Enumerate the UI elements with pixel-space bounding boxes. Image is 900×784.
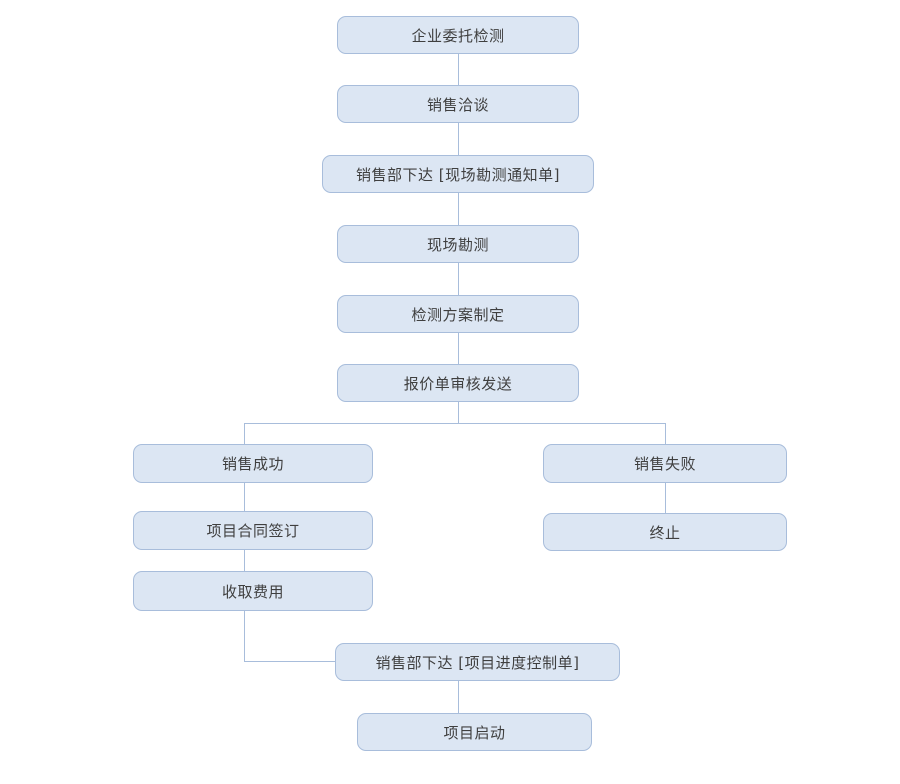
connector-line-site-survey-test-plan [458, 263, 459, 295]
flow-node-test-plan: 检测方案制定 [337, 295, 579, 333]
connector-line-collect-fee-progress-notice [244, 611, 245, 662]
connector-line-sale-success-contract-sign [244, 483, 245, 511]
flow-node-quotation-send: 报价单审核发送 [337, 364, 579, 402]
connector-line-sale-fail-terminate [665, 483, 666, 513]
flow-node-progress-notice: 销售部下达 [项目进度控制单] [335, 643, 620, 681]
connector-line-sales-talk-survey-notice [458, 123, 459, 155]
flow-node-label: 终止 [649, 523, 681, 542]
flow-node-label: 收取费用 [221, 582, 284, 601]
flow-node-label: 销售部下达 [项目进度控制单] [375, 653, 580, 672]
connector-line-survey-notice-site-survey [458, 193, 459, 225]
flow-node-sale-success: 销售成功 [133, 444, 373, 483]
flow-node-label: 项目合同签订 [206, 522, 300, 540]
flow-node-survey-notice: 销售部下达 [现场勘测通知单] [322, 155, 594, 193]
flow-node-label: 项目启动 [443, 723, 506, 742]
connector-line-test-plan-quotation-send [458, 333, 459, 364]
connector-line-collect-fee-progress-notice [244, 661, 335, 662]
flow-node-label: 报价单审核发送 [403, 374, 513, 393]
flow-node-contract-sign: 项目合同签订 [133, 511, 373, 550]
flow-node-label: 销售成功 [221, 455, 284, 473]
flow-node-collect-fee: 收取费用 [133, 571, 373, 611]
connector-line-progress-notice-project-start [458, 681, 459, 713]
flow-node-label: 销售洽谈 [426, 95, 489, 114]
flow-node-sale-fail: 销售失败 [543, 444, 787, 483]
flow-node-label: 销售部下达 [现场勘测通知单] [356, 165, 560, 184]
flow-node-label: 现场勘测 [426, 235, 489, 254]
flow-node-sales-talk: 销售洽谈 [337, 85, 579, 123]
flow-node-label: 检测方案制定 [411, 305, 505, 324]
connector-line-quotation-send-branch-bar [458, 402, 459, 423]
connector-line-branch-bar-branch-bar [244, 423, 666, 424]
flow-node-terminate: 终止 [543, 513, 787, 551]
connector-line-contract-sign-collect-fee [244, 550, 245, 571]
connector-line-branch-bar-sale-fail [665, 423, 666, 444]
flow-node-label: 销售失败 [633, 455, 696, 473]
connector-line-entrust-test-sales-talk [458, 54, 459, 85]
flow-node-entrust-test: 企业委托检测 [337, 16, 579, 54]
flow-node-label: 企业委托检测 [411, 26, 505, 45]
connector-line-branch-bar-sale-success [244, 423, 245, 444]
flow-node-project-start: 项目启动 [357, 713, 592, 751]
flow-node-site-survey: 现场勘测 [337, 225, 579, 263]
